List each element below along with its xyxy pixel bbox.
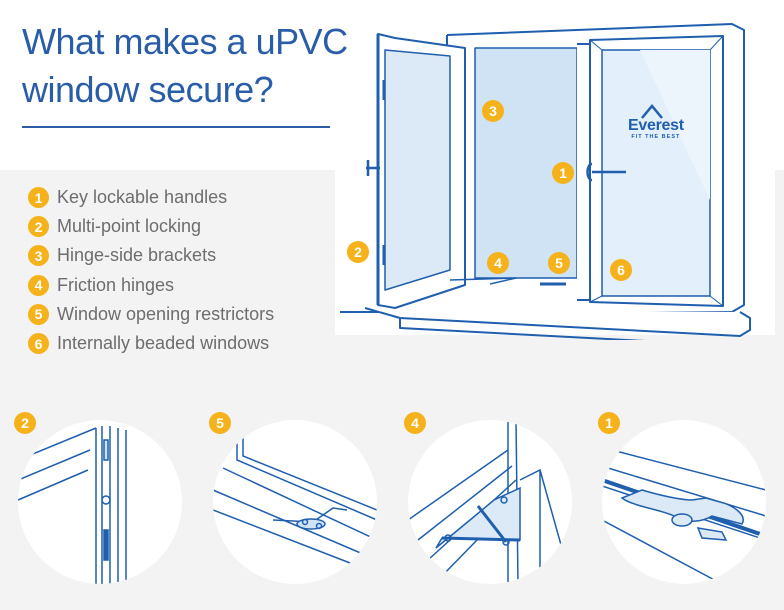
callout-badge-3: 3 (482, 100, 504, 122)
number-badge: 4 (28, 274, 49, 296)
feature-item: 6 Internally beaded windows (28, 329, 274, 358)
detail-badge: 5 (209, 412, 231, 434)
callout-badge-6: 6 (610, 259, 632, 281)
right-gray-strip (775, 170, 784, 360)
detail-badge: 4 (404, 412, 426, 434)
logo-wordmark: Everest (628, 117, 684, 134)
left-handle (366, 160, 380, 176)
detail-circle (602, 420, 766, 584)
title-line-2: window secure? (22, 69, 274, 110)
callout-badge-5: 5 (548, 252, 570, 274)
feature-label: Friction hinges (57, 274, 175, 295)
callout-badge-1: 1 (552, 162, 574, 184)
feature-list-panel (0, 170, 335, 360)
detail-badge: 1 (598, 412, 620, 434)
feature-label: Hinge-side brackets (57, 245, 217, 266)
restrictor-illustration (213, 432, 377, 569)
number-badge: 6 (28, 333, 49, 355)
feature-label: Key lockable handles (57, 187, 228, 208)
detail-key-lockable-handle: 1 (584, 400, 774, 600)
multi-point-lock-illustration (18, 426, 127, 584)
feature-item: 1 Key lockable handles (28, 183, 274, 212)
detail-friction-hinge: 4 (390, 400, 580, 600)
logo-tagline: FIT THE BEST (631, 134, 681, 140)
number-badge: 2 (28, 216, 49, 238)
right-handle (586, 162, 626, 182)
callout-badge-2: 2 (347, 241, 369, 263)
window-illustration (340, 23, 751, 340)
callout-badge-4: 4 (487, 252, 509, 274)
feature-label: Multi-point locking (57, 216, 202, 237)
page-title: What makes a uPVC window secure? (22, 18, 348, 114)
detail-multi-point-locking: 2 (0, 400, 190, 600)
detail-circle (408, 420, 572, 584)
detail-circle (213, 420, 377, 584)
feature-item: 5 Window opening restrictors (28, 300, 274, 329)
detail-badge: 2 (14, 412, 36, 434)
everest-logo: Everest FIT THE BEST (628, 117, 684, 141)
feature-label: Internally beaded windows (57, 333, 270, 354)
handle-illustration (602, 449, 766, 584)
number-badge: 5 (28, 303, 49, 325)
feature-item: 4 Friction hinges (28, 271, 274, 300)
feature-item: 3 Hinge-side brackets (28, 241, 274, 270)
detail-circle (18, 420, 182, 584)
number-badge: 1 (28, 187, 49, 209)
friction-hinge-illustration (408, 420, 572, 584)
window-sill (364, 307, 751, 337)
title-underline (22, 126, 330, 128)
mountain-icon (641, 104, 663, 119)
friction-hinge (449, 277, 517, 285)
feature-label: Window opening restrictors (57, 303, 275, 324)
detail-window-restrictor: 5 (195, 400, 385, 600)
number-badge: 3 (28, 245, 49, 267)
feature-item: 2 Multi-point locking (28, 212, 274, 241)
title-line-1: What makes a uPVC (22, 21, 348, 62)
feature-list: 1 Key lockable handles 2 Multi-point locki… (28, 183, 274, 358)
